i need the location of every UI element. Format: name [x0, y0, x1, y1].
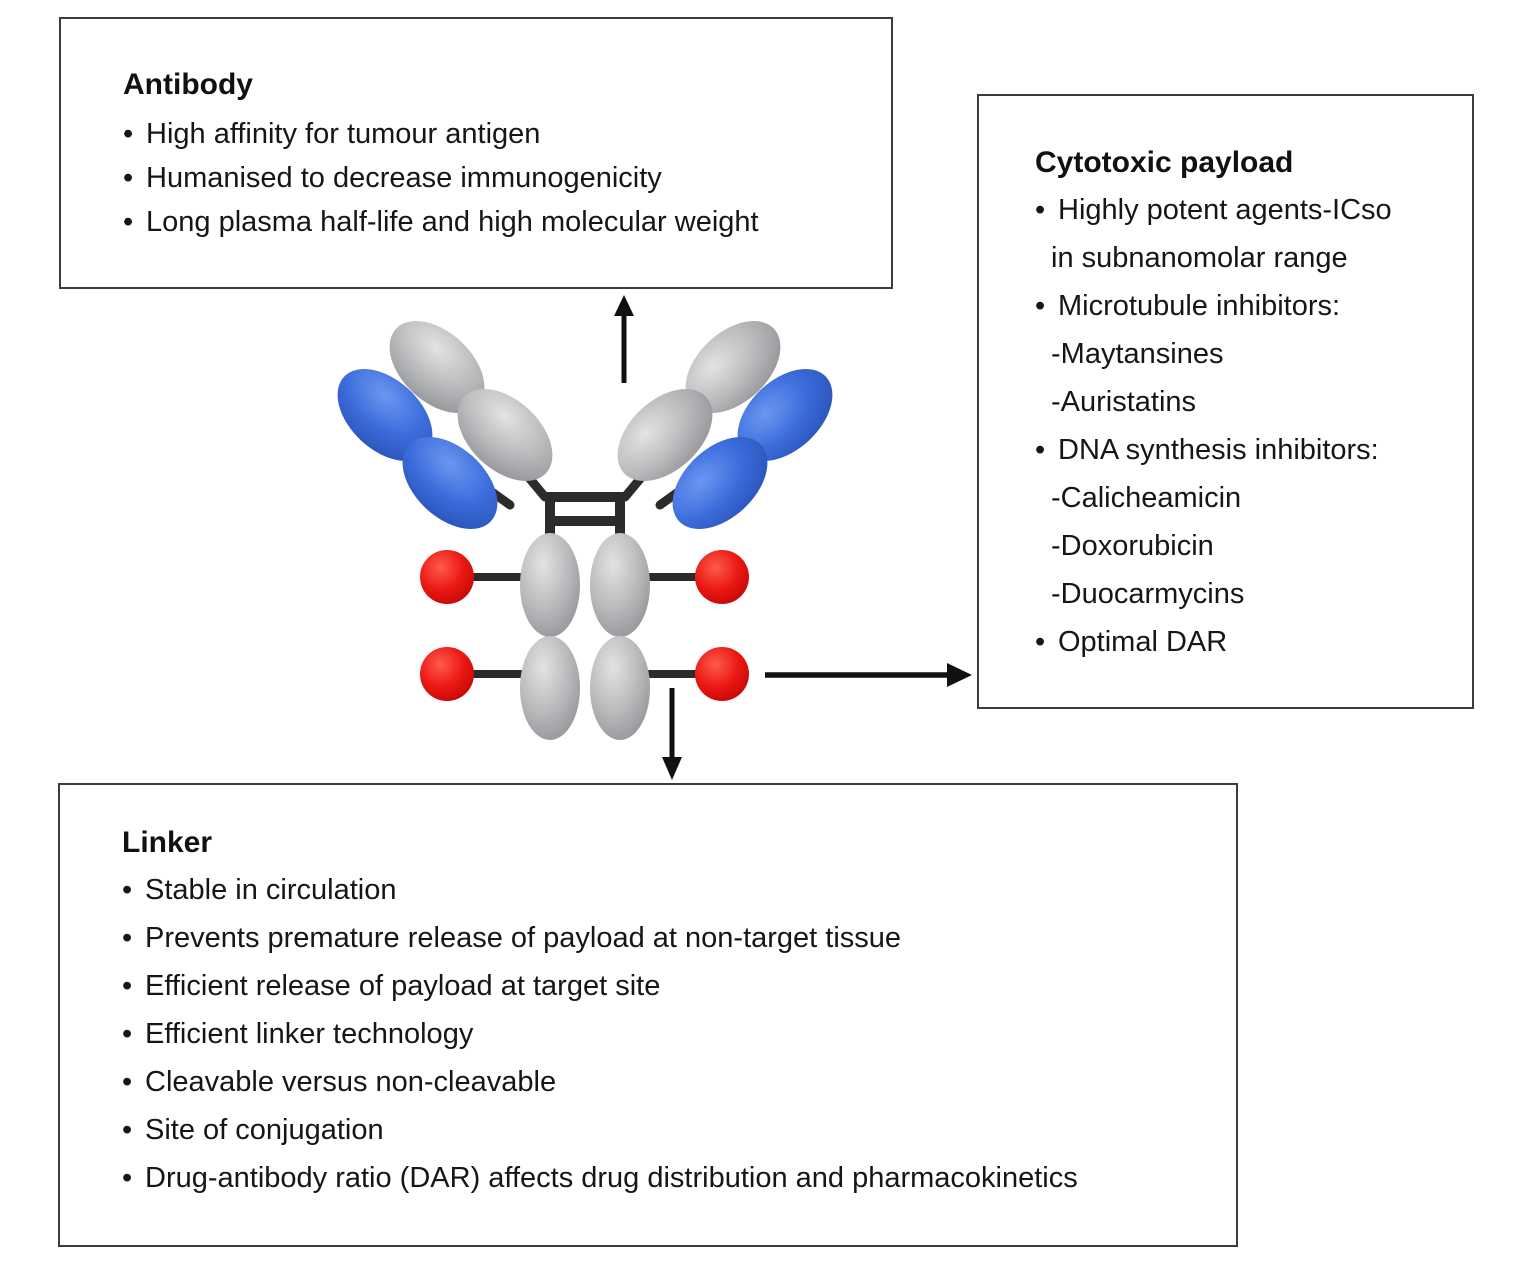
list-item: -Auristatins	[1035, 378, 1458, 426]
list-item-text: -Calicheamicin	[1051, 482, 1242, 514]
list-item: in subnanomolar range	[1035, 234, 1458, 282]
bullet-marker: •	[122, 970, 133, 1002]
bullet-marker: •	[122, 1066, 133, 1098]
list-item: • High affinity for tumour antigen	[123, 112, 871, 156]
fc-domain-ellipse	[520, 533, 580, 637]
heavy-chain-ellipse	[617, 389, 713, 481]
payload-spheres	[420, 550, 749, 701]
light-chain-ellipse	[337, 369, 433, 461]
light-chain-ellipse	[402, 437, 498, 529]
list-item-text: Highly potent agents-ICso	[1058, 194, 1392, 226]
payload-circle	[420, 647, 474, 701]
list-item-text: Cleavable versus non-cleavable	[145, 1066, 557, 1098]
bullet-marker: •	[122, 1114, 133, 1146]
heavy-chain-arm-domains	[389, 321, 781, 481]
payload-circle	[695, 550, 749, 604]
list-item: • Efficient linker technology	[122, 1010, 1216, 1058]
list-item: • Highly potent agents-ICso	[1035, 186, 1458, 234]
bullet-marker: •	[1035, 290, 1046, 322]
antibody-info-box: Antibody • High affinity for tumour antig…	[59, 17, 893, 289]
linker-box-title: Linker	[122, 826, 213, 859]
list-item-text: -Maytansines	[1051, 338, 1224, 370]
list-item-text: Stable in circulation	[145, 874, 397, 906]
list-item-text: Microtubule inhibitors:	[1058, 290, 1341, 322]
list-item: -Calicheamicin	[1035, 474, 1458, 522]
list-item: • Stable in circulation	[122, 866, 1216, 914]
fc-domain-ellipse	[590, 533, 650, 637]
annotation-arrows	[614, 295, 972, 780]
list-item: • Drug-antibody ratio (DAR) affects drug …	[122, 1154, 1216, 1202]
antibody-box-title: Antibody	[123, 68, 253, 101]
list-item: -Maytansines	[1035, 330, 1458, 378]
list-item: • Cleavable versus non-cleavable	[122, 1058, 1216, 1106]
arrow-to-payload-box	[765, 663, 972, 687]
list-item-text: Long plasma half-life and high molecular…	[146, 206, 759, 238]
fc-domain-ellipse	[520, 636, 580, 740]
list-item: • Site of conjugation	[122, 1106, 1216, 1154]
bullet-marker: •	[122, 1018, 133, 1050]
bullet-marker: •	[1035, 626, 1046, 658]
cytotoxic-payload-info-box: Cytotoxic payload • Highly potent agents-…	[977, 94, 1474, 709]
bullet-marker: •	[1035, 434, 1046, 466]
list-item-text: Efficient linker technology	[145, 1018, 474, 1050]
list-item: -Doxorubicin	[1035, 522, 1458, 570]
list-item-text: Humanised to decrease immunogenicity	[146, 162, 662, 194]
bullet-marker: •	[123, 162, 134, 194]
bullet-marker: •	[1035, 194, 1046, 226]
list-item: • Prevents premature release of payload a…	[122, 914, 1216, 962]
bullet-marker: •	[122, 1162, 133, 1194]
list-item-text: Drug-antibody ratio (DAR) affects drug d…	[145, 1162, 1078, 1194]
payload-circle	[420, 550, 474, 604]
bullet-marker: •	[123, 118, 134, 150]
arrow-to-linker-box	[662, 688, 682, 780]
fc-region-domains	[520, 533, 650, 740]
light-chain-ellipse	[737, 369, 833, 461]
heavy-chain-ellipse	[457, 389, 553, 481]
list-item-text: Site of conjugation	[145, 1114, 384, 1146]
payload-box-title: Cytotoxic payload	[1035, 146, 1294, 179]
list-item: • Long plasma half-life and high molecula…	[123, 200, 871, 244]
list-item-text: -Duocarmycins	[1051, 578, 1245, 610]
bullet-marker: •	[123, 206, 134, 238]
list-item: -Duocarmycins	[1035, 570, 1458, 618]
bullet-marker: •	[122, 874, 133, 906]
heavy-chain-ellipse	[389, 321, 485, 413]
list-item: • Humanised to decrease immunogenicity	[123, 156, 871, 200]
linker-box-items: • Stable in circulation • Prevents prematur…	[122, 866, 1216, 1202]
bullet-marker: •	[122, 922, 133, 954]
heavy-chain-ellipse	[685, 321, 781, 413]
payload-box-items: • Highly potent agents-ICso in subnanomola…	[1035, 186, 1458, 666]
list-item-text: in subnanomolar range	[1051, 242, 1348, 274]
list-item: • Optimal DAR	[1035, 618, 1458, 666]
list-item-text: Optimal DAR	[1058, 626, 1228, 658]
fc-domain-ellipse	[590, 636, 650, 740]
list-item: • DNA synthesis inhibitors:	[1035, 426, 1458, 474]
list-item-text: High affinity for tumour antigen	[146, 118, 541, 150]
antibody-box-items: • High affinity for tumour antigen • Humani…	[123, 112, 871, 244]
light-chain-ellipse	[672, 437, 768, 529]
arrow-to-antibody-box	[614, 295, 634, 383]
linker-info-box: Linker • Stable in circulation • Prevents p…	[58, 783, 1238, 1247]
light-chain-domains	[337, 369, 833, 529]
list-item-text: Efficient release of payload at target s…	[145, 970, 661, 1002]
list-item-text: -Auristatins	[1051, 386, 1197, 418]
list-item-text: -Doxorubicin	[1051, 530, 1214, 562]
list-item: • Microtubule inhibitors:	[1035, 282, 1458, 330]
list-item-text: Prevents premature release of payload at…	[145, 922, 902, 954]
payload-circle	[695, 647, 749, 701]
list-item: • Efficient release of payload at target …	[122, 962, 1216, 1010]
list-item-text: DNA synthesis inhibitors:	[1058, 434, 1379, 466]
